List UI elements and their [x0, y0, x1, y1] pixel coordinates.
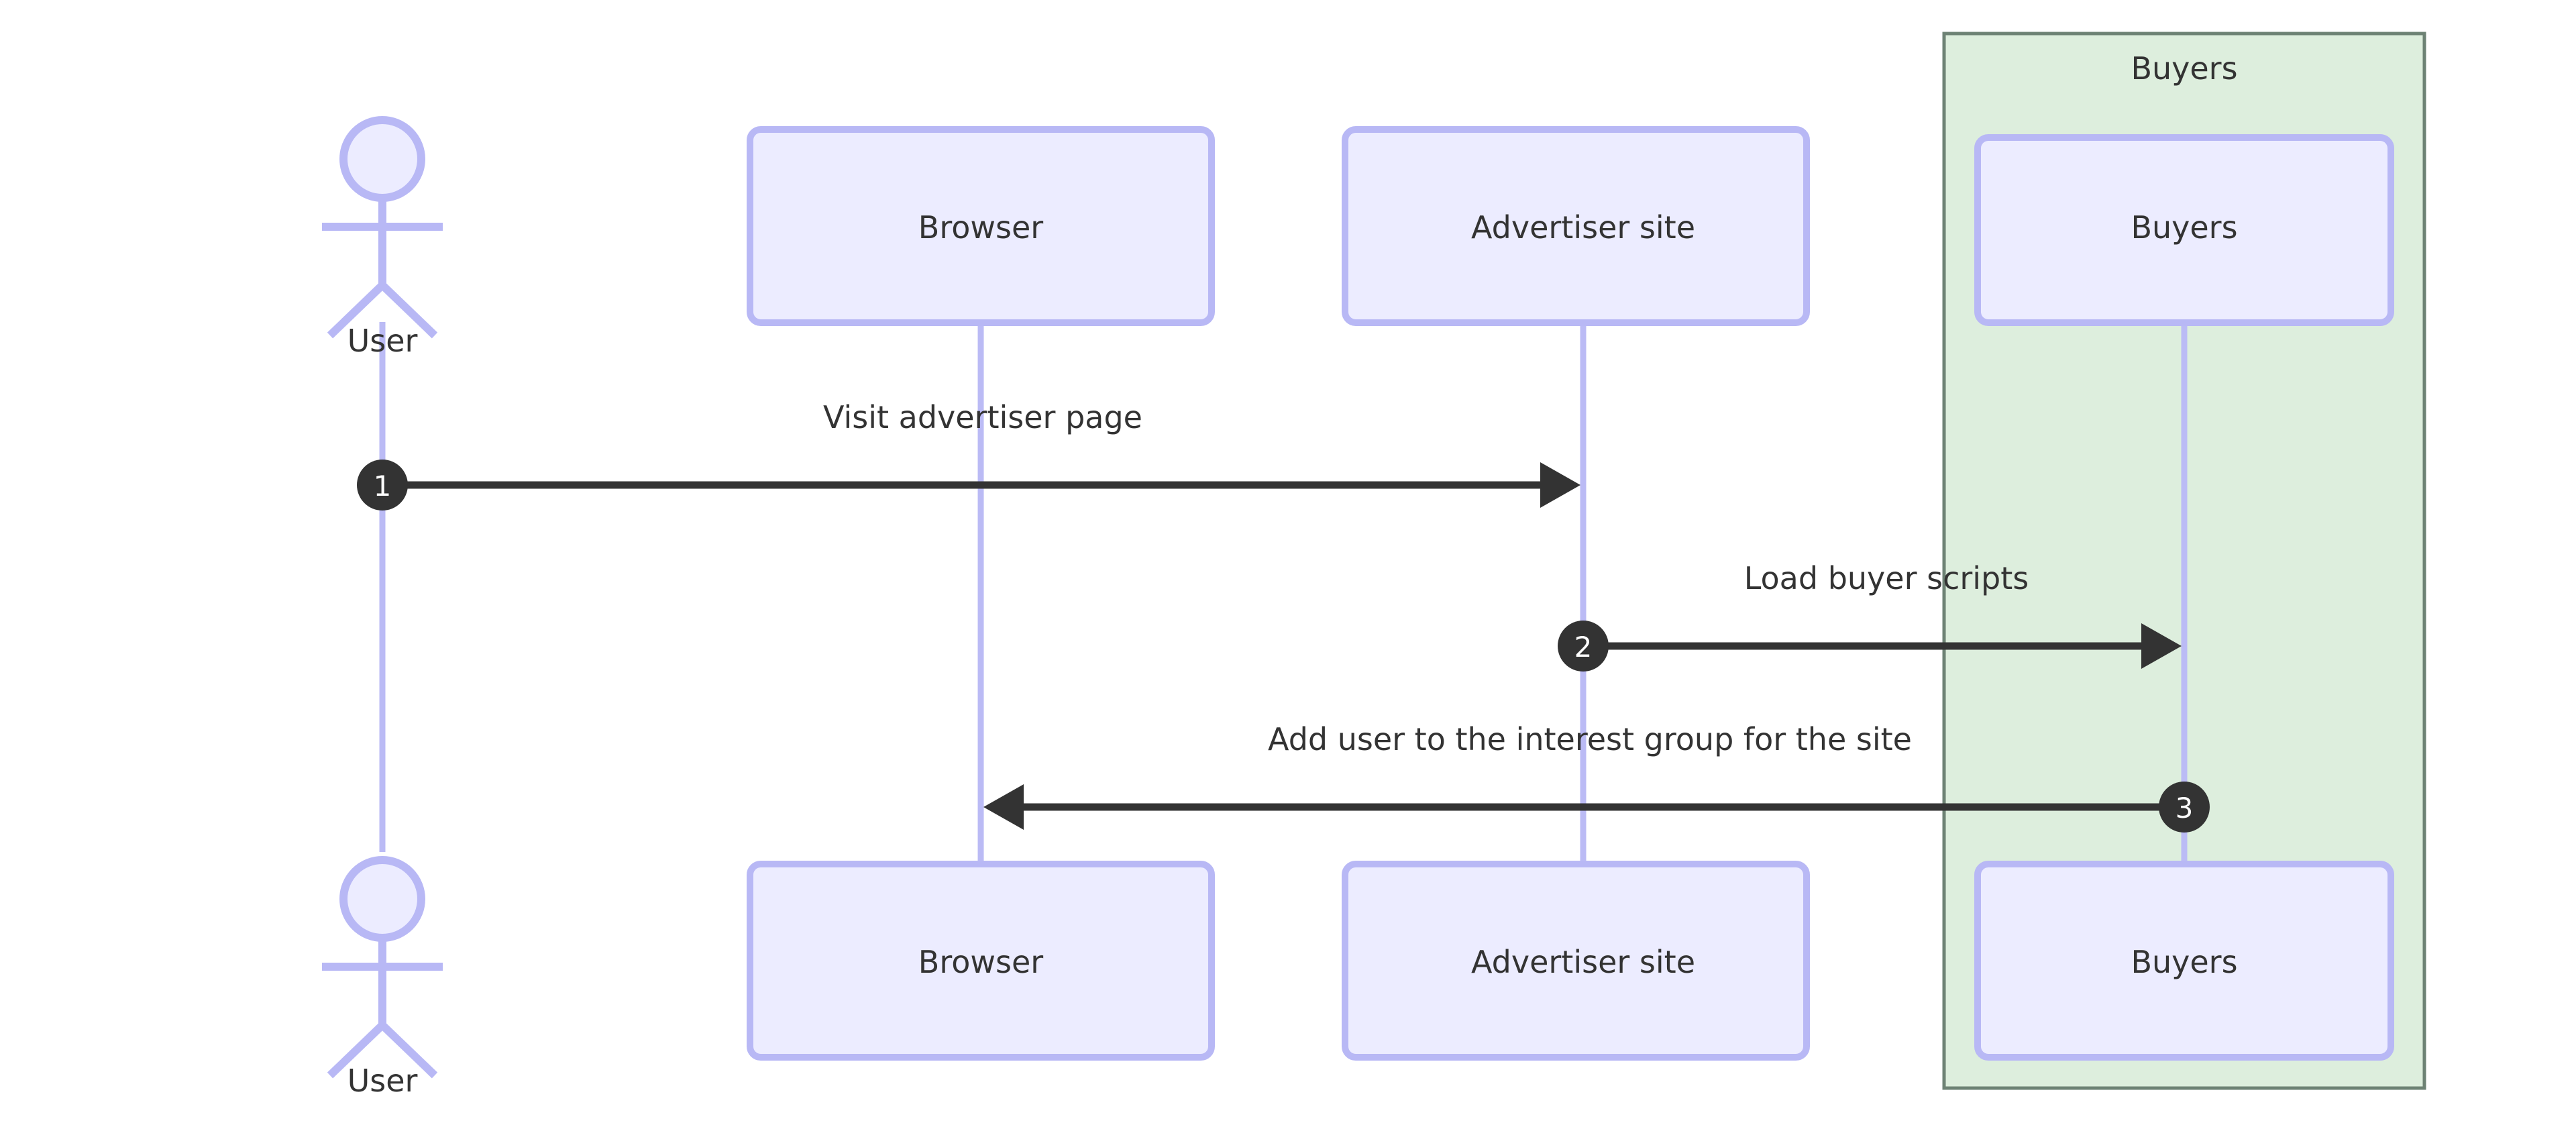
actor-label-user-top: User [347, 323, 418, 359]
lifelines [379, 322, 2188, 862]
participant-label-buyers-top: Buyers [2131, 209, 2237, 246]
participant-box-rect [747, 126, 1215, 326]
message-2-label: Load buyer scripts [1744, 560, 2029, 596]
message-1-arrowhead-icon [1540, 462, 1580, 508]
message-2-arrowhead-icon [2141, 623, 2182, 669]
participant-box-browser-top[interactable]: Browser [747, 126, 1215, 326]
participant-label-buyers-bottom: Buyers [2131, 944, 2237, 980]
message-1[interactable]: Visit advertiser page 1 [357, 399, 1580, 511]
participant-label-advertiser-top: Advertiser site [1471, 209, 1695, 246]
actor-label-user-bottom: User [347, 1063, 418, 1099]
participant-box-advertiser-bottom[interactable]: Advertiser site [1342, 861, 1810, 1061]
actor-left-leg-icon [327, 282, 386, 339]
message-1-seq-badge [357, 460, 408, 511]
participant-box-rect [1342, 861, 1810, 1061]
participant-box-rect [747, 861, 1215, 1061]
message-3-seq-number: 3 [2176, 792, 2194, 824]
participant-box-advertiser-top[interactable]: Advertiser site [1342, 126, 1810, 326]
participant-label-advertiser-bottom: Advertiser site [1471, 944, 1695, 980]
participant-box-rect [1974, 134, 2394, 326]
group-box-label: Buyers [2131, 50, 2237, 87]
message-2[interactable]: Load buyer scripts 2 [1558, 560, 2182, 672]
message-3-seq-badge [2159, 782, 2210, 833]
actor-head-icon [339, 856, 425, 942]
message-3[interactable]: Add user to the interest group for the s… [983, 721, 2210, 833]
participant-box-buyers-bottom[interactable]: Buyers [1974, 861, 2394, 1061]
participant-label-browser-bottom: Browser [918, 944, 1043, 980]
participant-box-rect [1342, 126, 1810, 326]
message-1-seq-number: 1 [374, 470, 392, 502]
message-1-label: Visit advertiser page [823, 399, 1142, 435]
message-2-seq-number: 2 [1574, 631, 1593, 663]
message-3-label: Add user to the interest group for the s… [1268, 721, 1912, 757]
message-2-seq-badge [1558, 621, 1609, 672]
actor-user-bottom[interactable]: User [322, 856, 443, 1099]
actor-left-leg-icon [327, 1022, 386, 1079]
participant-box-buyers-top[interactable]: Buyers [1974, 134, 2394, 326]
actor-user-top[interactable]: User [322, 116, 443, 359]
participant-box-browser-bottom[interactable]: Browser [747, 861, 1215, 1061]
actor-head-icon [339, 116, 425, 202]
actor-right-leg-icon [379, 1022, 438, 1079]
message-3-arrowhead-icon [983, 784, 1024, 830]
participant-label-browser-top: Browser [918, 209, 1043, 246]
participant-box-rect [1974, 861, 2394, 1061]
actor-right-leg-icon [379, 282, 438, 339]
